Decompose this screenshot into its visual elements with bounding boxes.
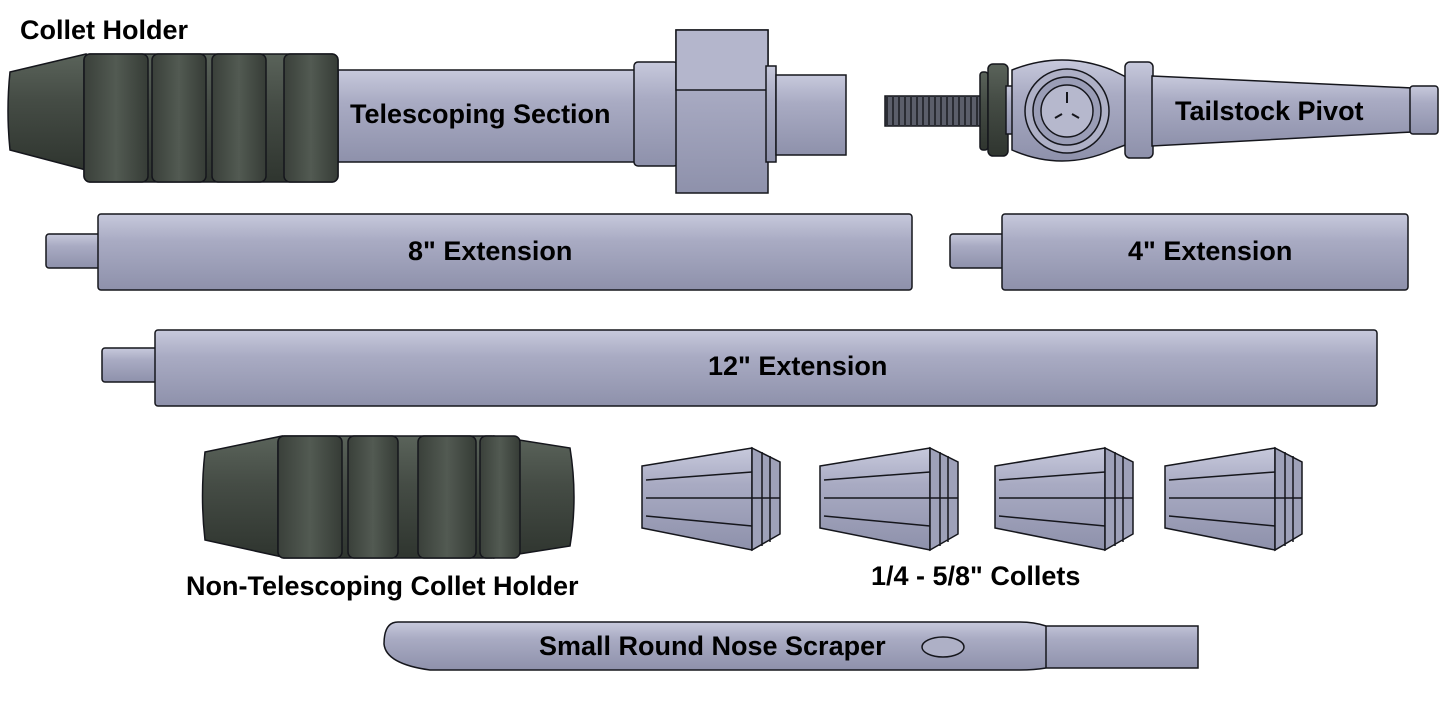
label-collet-holder: Collet Holder [20, 15, 189, 45]
collet-3 [994, 446, 1134, 552]
label-tailstock-pivot: Tailstock Pivot [1175, 96, 1364, 126]
label-small-round-nose-scraper: Small Round Nose Scraper [539, 631, 886, 661]
label-8in-extension: 8" Extension [408, 236, 572, 266]
non-telescoping-collet-holder [201, 435, 575, 559]
tailstock-pivot [884, 59, 1439, 162]
label-telescoping-section: Telescoping Section [350, 99, 611, 129]
label-12in-extension: 12" Extension [708, 351, 887, 381]
extension-12in [101, 329, 1378, 407]
collet-2 [819, 446, 959, 552]
extension-4in [949, 213, 1409, 291]
collet-holder [7, 53, 339, 183]
label-non-telescoping-collet-holder: Non-Telescoping Collet Holder [186, 571, 579, 601]
collet-1 [641, 446, 781, 552]
collet-4 [1164, 446, 1303, 552]
label-collets: 1/4 - 5/8" Collets [871, 561, 1080, 591]
small-round-nose-scraper [383, 621, 1199, 671]
label-4in-extension: 4" Extension [1128, 236, 1292, 266]
extension-8in [45, 213, 913, 291]
telescoping-section [337, 29, 847, 194]
